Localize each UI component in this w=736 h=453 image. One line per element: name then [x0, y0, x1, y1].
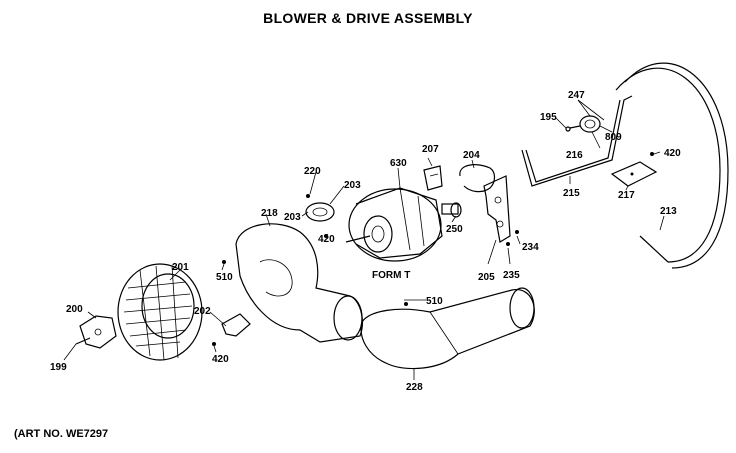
- label-630: 630: [390, 158, 407, 169]
- label-213: 213: [660, 206, 677, 217]
- label-204: 204: [463, 150, 480, 161]
- label-205: 205: [478, 272, 495, 283]
- leader-lines: [63, 99, 665, 380]
- label-228: 228: [406, 382, 423, 393]
- label-203-top: 203: [344, 180, 361, 191]
- motor-form-note: FORM T: [372, 270, 410, 281]
- diagram-title: BLOWER & DRIVE ASSEMBLY: [263, 10, 473, 26]
- label-217: 217: [618, 190, 635, 201]
- label-215: 215: [563, 188, 580, 199]
- art-number: (ART NO. WE7297: [14, 428, 109, 440]
- label-220: 220: [304, 166, 321, 177]
- exhaust-duct: [360, 287, 535, 370]
- label-202: 202: [194, 306, 211, 317]
- clamp-204: [459, 164, 496, 193]
- label-201: 201: [172, 262, 189, 273]
- motor-bracket: [221, 313, 251, 337]
- label-420-lower: 420: [212, 354, 229, 365]
- switch-part: [565, 115, 601, 133]
- label-809: 809: [605, 132, 622, 143]
- label-203-left: 203: [284, 212, 301, 223]
- mount-bracket: [483, 175, 511, 243]
- shaft-pulley: [450, 202, 462, 218]
- bracket-217: [610, 161, 658, 187]
- blower-housing: [235, 223, 363, 343]
- label-199: 199: [50, 362, 67, 373]
- label-218: 218: [261, 208, 278, 219]
- centrifugal-switch: [423, 165, 443, 191]
- label-250: 250: [446, 224, 463, 235]
- impeller-bracket: [75, 315, 117, 349]
- label-195: 195: [540, 112, 557, 123]
- drum-rear-panel: [615, 62, 729, 269]
- label-510-right: 510: [426, 296, 443, 307]
- label-247: 247: [568, 90, 585, 101]
- label-216: 216: [566, 150, 583, 161]
- blower-impeller: [117, 263, 203, 361]
- label-420-motor: 420: [318, 234, 335, 245]
- label-207: 207: [422, 144, 439, 155]
- label-200: 200: [66, 304, 83, 315]
- motor: [345, 187, 459, 262]
- label-510-left: 510: [216, 272, 233, 283]
- label-420-right: 420: [664, 148, 681, 159]
- label-235: 235: [503, 270, 520, 281]
- motor-mount: [305, 202, 335, 222]
- label-234: 234: [522, 242, 539, 253]
- rod-part: [521, 95, 633, 187]
